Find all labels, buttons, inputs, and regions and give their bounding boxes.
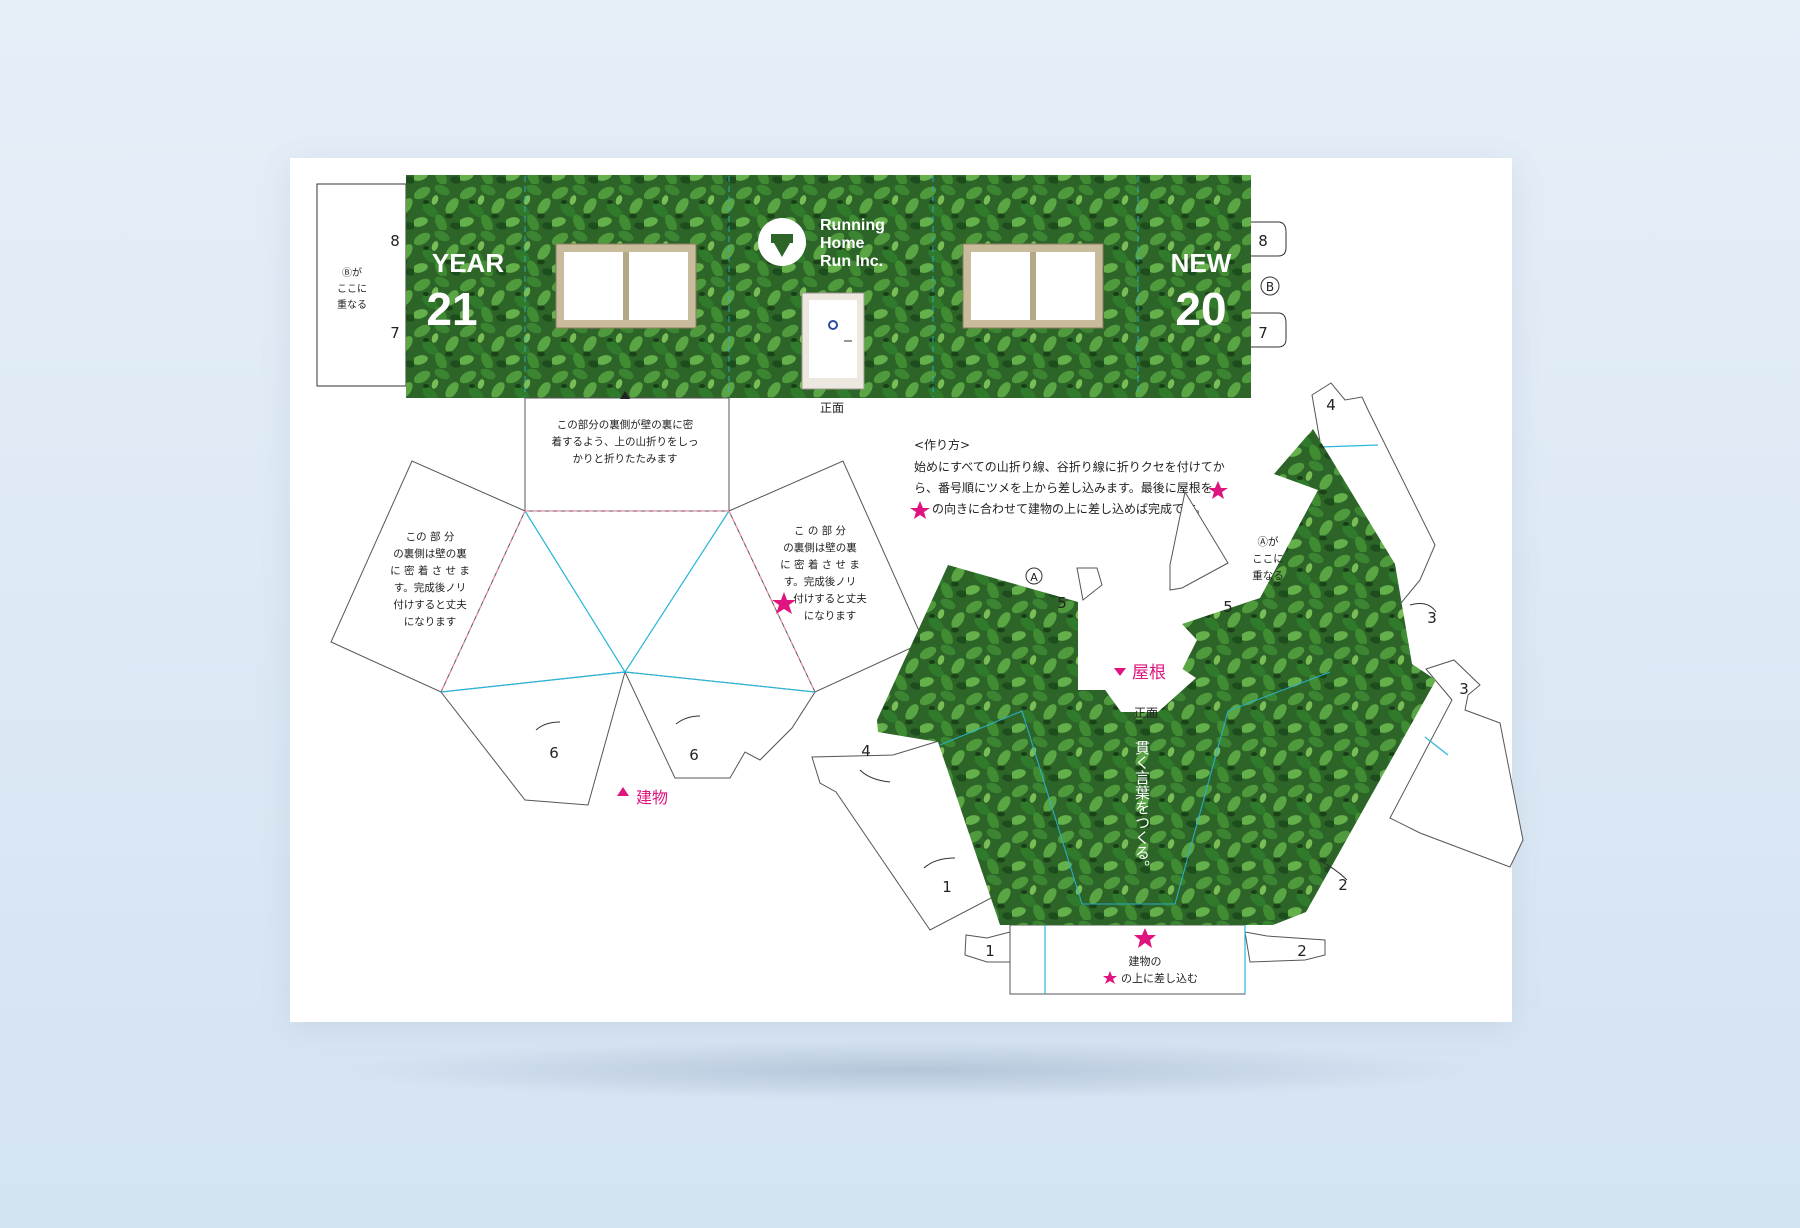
logo-text-2: Home (820, 235, 865, 252)
mark-a-left: A (1030, 571, 1038, 584)
building-mountain-folds (440, 510, 816, 693)
building-right-note-6: になります (804, 610, 857, 622)
instructions-line-3: の向きに合わせて建物の上に差し込めば完成です。 (932, 501, 1207, 516)
roof-tab3-right: 3 (1459, 680, 1469, 698)
tab-arc-right (675, 715, 701, 725)
roof-tab5-right: 5 (1223, 598, 1233, 616)
building-right-note-1: こ の 部 分 (794, 524, 847, 537)
mark-b: B (1266, 280, 1274, 294)
roof-vertical-text: 貫く言葉をつくる。 (1133, 740, 1151, 875)
logo-text-1: Running (820, 217, 885, 234)
wall-fold-note-1: この部分の裏側が壁の裏に密 (557, 418, 694, 431)
roof-front-label: 正面 (1134, 706, 1158, 720)
roof-bottom-note-1: 建物の (1129, 954, 1162, 968)
roof-tab5-left: 5 (1057, 594, 1067, 612)
roof-notch (1085, 660, 1196, 712)
wall-left-tab-note-1: Ⓑが (342, 266, 362, 279)
wall-fold-note-3: かりと折りたたみます (573, 452, 678, 465)
wall-right-tab-num-top: 8 (1258, 232, 1268, 250)
roof-a-note-2: ここに (1252, 553, 1284, 565)
instructions-line-1: 始めにすべての山折り線、谷折り線に折りクセを付けてか (914, 459, 1225, 474)
wall-front-label: 正面 (820, 401, 844, 415)
arrow-up-icon (620, 391, 630, 399)
logo-icon (758, 218, 806, 266)
wall-left-tab (316, 183, 407, 387)
star-icon (1208, 481, 1228, 499)
building-tab-num-right: 6 (689, 746, 699, 764)
roof-a-note-3: 重なる (1252, 569, 1284, 582)
instructions-line-2: ら、番号順にツメを上から差し込みます。最後に屋根を (914, 481, 1213, 495)
roof-tab-folds (1044, 444, 1449, 994)
building-left-note-4: す。完成後ノリ (394, 581, 466, 594)
roof-valley-folds (939, 671, 1331, 905)
wall-right-tab-top (1251, 221, 1287, 257)
wall-left-tab-num-top: 8 (390, 232, 400, 250)
wall-left-text-1: YEAR (432, 248, 504, 278)
roof-tab4-left: 4 (861, 742, 871, 760)
building-left-note-6: になります (404, 616, 457, 628)
door (801, 292, 865, 390)
roof-tab3-top: 3 (1427, 609, 1437, 627)
building-right-note-5: 付けすると丈夫 (793, 592, 867, 605)
wall-right-tab-bottom (1251, 312, 1287, 348)
wall-fold-note-2: 着するよう、上の山折りをしっ (552, 435, 699, 448)
wall-right-text-2: 20 (1175, 283, 1226, 335)
star-icon (1134, 928, 1156, 948)
mark-b-circle (1260, 276, 1280, 296)
arrow-down-icon (1114, 668, 1126, 676)
star-icon (772, 592, 796, 614)
tab-arc-2 (1317, 859, 1348, 881)
window-left (555, 243, 697, 329)
roof-a-note-1: Ⓐが (1258, 535, 1280, 548)
building-left-note-5: 付けすると丈夫 (393, 598, 467, 611)
roof-bottom-tab-right: 2 (1297, 942, 1307, 960)
building-right-note-3: に 密 着 さ せ ま (780, 558, 860, 571)
wall-fold-lines (524, 176, 1139, 397)
arrow-up-icon (617, 787, 629, 796)
building-left-note-2: の裏側は壁の裏 (393, 547, 467, 560)
roof-bottom-note-2: の上に差し込む (1121, 971, 1198, 985)
mark-a-circle (1025, 567, 1043, 585)
star-icon (1103, 971, 1117, 984)
instructions-heading: <作り方> (914, 437, 970, 452)
building-label: 建物 (636, 788, 668, 807)
tab-arc-4 (859, 769, 891, 783)
wall-left-text-2: 21 (426, 283, 477, 335)
star-icon (910, 501, 930, 519)
sheet-shadow (320, 1040, 1500, 1100)
window-right (962, 243, 1104, 329)
wall-left-tab-note-2: ここに (337, 283, 367, 295)
building-tab-num-left: 6 (549, 744, 559, 762)
building-valley-folds (440, 510, 816, 693)
building-base-outline (330, 397, 925, 806)
wall-left-tab-num-bottom: 7 (390, 324, 400, 342)
wall-right-text-1: NEW (1171, 248, 1232, 278)
roof-tab2-right: 2 (1338, 876, 1348, 894)
roof-bottom-tab-left: 1 (985, 942, 995, 960)
roof-ivy (877, 429, 1436, 925)
building-left-note-3: に 密 着 さ せ ま (390, 564, 470, 577)
logo-text-3: Run Inc. (820, 253, 883, 270)
roof-tab1-left: 1 (942, 878, 952, 896)
building-right-note-2: の裏側は壁の裏 (783, 541, 857, 554)
building-right-note-4: す。完成後ノリ (784, 575, 856, 588)
building-left-note-1: この 部 分 (406, 530, 455, 543)
roof-label: 屋根 (1132, 663, 1166, 683)
tab-arc-1 (923, 857, 956, 869)
roof-tab4-top: 4 (1326, 396, 1336, 414)
tab-arc-left (535, 721, 561, 731)
wall-right-tab-num-bottom: 7 (1258, 324, 1268, 342)
wall-left-tab-note-3: 重なる (337, 298, 367, 311)
tab-arc-3 (1409, 603, 1437, 613)
